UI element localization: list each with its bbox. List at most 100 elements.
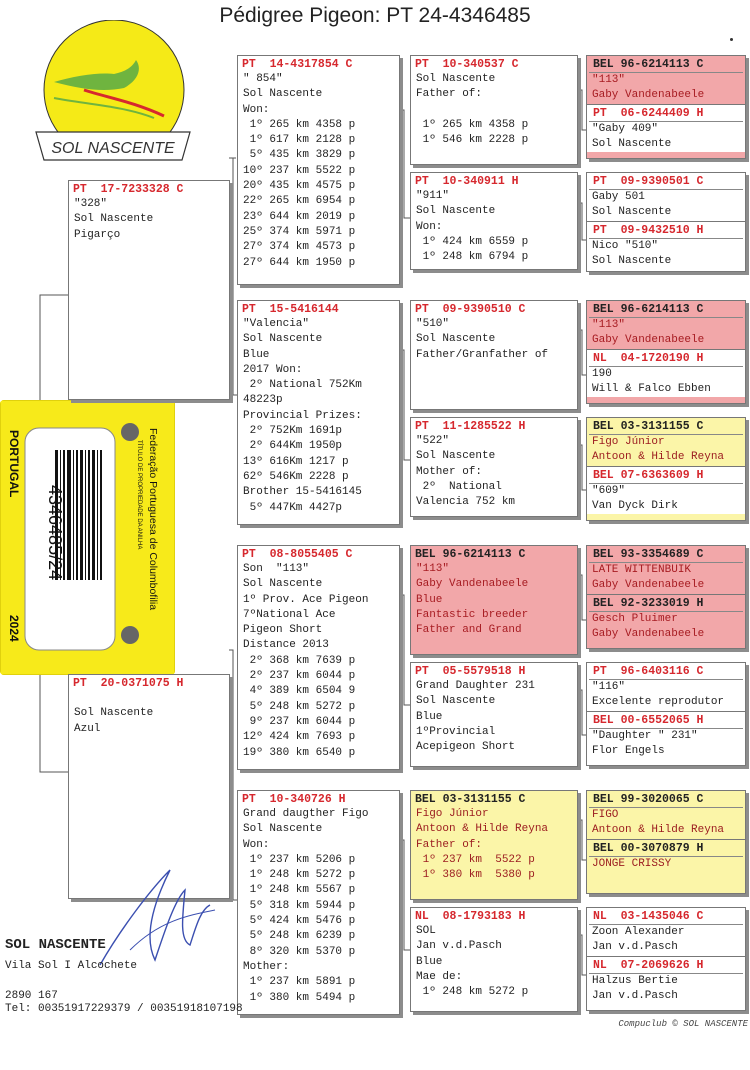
maternal-grandmother-box: PT 10-340726 H Grand daugther Figo Sol N… [237, 790, 400, 1015]
ring-number: NL 04-1720190 H [593, 351, 704, 365]
bird-info: Halzus Bertie Jan v.d.Pasch [592, 974, 678, 1002]
ring-number: NL 03-1435046 C [593, 910, 704, 923]
ring-number: PT 09-9390501 C [593, 175, 704, 188]
ring-number: BEL 92-3233019 H [593, 596, 704, 610]
ring-number: BEL 99-3020065 C [593, 793, 704, 806]
card-country: PORTUGAL [7, 430, 21, 497]
ring-number: PT 15-5416144 [242, 303, 339, 316]
bird-info: Sol Nascente Father of: 1º 265 km 4358 p… [416, 73, 529, 147]
bird-info: " 854" Sol Nascente Won: 1º 265 km 4358 … [243, 73, 356, 269]
ring-number: PT 14-4317854 C [242, 58, 353, 71]
ggp-mmf-box: BEL 03-3131155 C Figo Júnior Antoon & Hi… [410, 790, 578, 900]
ring-number: PT 20-0371075 H [73, 677, 184, 690]
paternal-grandmother-box: PT 15-5416144 "Valencia" Sol Nascente Bl… [237, 300, 400, 525]
ggg-box-3-4: PT 09-9390501 C Gaby 501 Sol Nascente PT… [586, 172, 746, 272]
breeder-phone: Tel: 00351917229379 / 00351918107198 [5, 1003, 243, 1015]
bird-info: Gesch Pluimer Gaby Vandenabeele [592, 612, 705, 640]
ring-ownership-card: 4346485/24 PORTUGAL 2024 Federação Portu… [0, 400, 175, 675]
bird-info: "113" Gaby Vandenabeele [592, 74, 705, 102]
bird-info: Son "113" Sol Nascente 1º Prov. Ace Pige… [243, 563, 369, 759]
bird-info: FIGO Antoon & Hilde Reyna [592, 809, 725, 837]
bird-info: Zoon Alexander Jan v.d.Pasch [592, 926, 685, 954]
bird-info: "113" Gaby Vandenabeele Blue Fantastic b… [416, 563, 529, 637]
ring-number: BEL 96-6214113 C [593, 303, 704, 316]
ring-number: PT 10-340537 C [415, 58, 519, 71]
bird-info: "116" Excelente reprodutor [592, 681, 725, 709]
bird-info: "510" Sol Nascente Father/Granfather of [416, 318, 549, 361]
bird-info: "522" Sol Nascente Mother of: 2º Nationa… [416, 435, 516, 509]
ring-number: BEL 00-6552065 H [593, 713, 704, 727]
maternal-grandfather-box: PT 08-8055405 C Son "113" Sol Nascente 1… [237, 545, 400, 770]
bird-info: Nico "510" Sol Nascente [592, 239, 672, 267]
card-number: 4346485/24 [45, 485, 65, 580]
ggp-fmm-box: PT 11-1285522 H "522" Sol Nascente Mothe… [410, 417, 578, 517]
bird-info: "Gaby 409" Sol Nascente [592, 122, 672, 150]
ggg-box-11-12: PT 96-6403116 C "116" Excelente reprodut… [586, 662, 746, 766]
bird-info: "328" Sol Nascente Pigarço [74, 198, 154, 241]
ring-number: PT 05-5579518 H [415, 665, 526, 678]
ggp-ffm-box: PT 10-340911 H "911" Sol Nascente Won: 1… [410, 172, 578, 270]
ring-number: BEL 03-3131155 C [415, 793, 526, 806]
ring-number: BEL 03-3131155 C [593, 420, 704, 433]
ggg-box-1-2: BEL 96-6214113 C "113" Gaby Vandenabeele… [586, 55, 746, 159]
bird-info: LATE WITTENBUIK Gaby Vandenabeele [592, 564, 705, 592]
card-year: 2024 [7, 615, 21, 642]
bird-info: Sol Nascente Azul [74, 707, 154, 735]
bird-info: "609" Van Dyck Dirk [592, 484, 678, 512]
signature [99, 869, 216, 966]
bird-info: "Daughter " 231" Flor Engels [592, 729, 698, 757]
bird-info: JONGE CRISSY [592, 857, 672, 870]
paternal-grandfather-box: PT 14-4317854 C " 854" Sol Nascente Won:… [237, 55, 400, 285]
ggp-fff-box: PT 10-340537 C Sol Nascente Father of: 1… [410, 55, 578, 165]
bird-info: "Valencia" Sol Nascente Blue 2017 Won: 2… [243, 318, 362, 514]
ggg-box-5-6: BEL 96-6214113 C "113" Gaby Vandenabeele… [586, 300, 746, 404]
bird-info: Gaby 501 Sol Nascente [592, 191, 672, 219]
page-title: Pédigree Pigeon: PT 24-4346485 [219, 4, 531, 27]
ggp-mff-box: BEL 96-6214113 C "113" Gaby Vandenabeele… [410, 545, 578, 655]
logo-text: SOL NASCENTE [51, 140, 175, 157]
ggg-box-13-14: BEL 99-3020065 C FIGO Antoon & Hilde Rey… [586, 790, 746, 894]
breeder-postal: 2890 167 [5, 990, 58, 1002]
bird-info: Grand Daughter 231 Sol Nascente Blue 1ºP… [416, 680, 535, 754]
sol-nascente-logo: SOL NASCENTE [35, 20, 191, 161]
federation-emblem-icon [121, 626, 139, 644]
ggg-box-15-16: NL 03-1435046 C Zoon Alexander Jan v.d.P… [586, 907, 746, 1011]
ring-number: NL 08-1793183 H [415, 910, 526, 923]
bird-info: 190 Will & Falco Ebben [592, 367, 711, 395]
ggp-mfm-box: PT 05-5579518 H Grand Daughter 231 Sol N… [410, 662, 578, 767]
bird-info: "911" Sol Nascente Won: 1º 424 km 6559 p… [416, 190, 529, 264]
ring-number: BEL 07-6363609 H [593, 468, 704, 482]
ring-number: PT 09-9432510 H [593, 223, 704, 237]
ring-number: PT 08-8055405 C [242, 548, 353, 561]
ring-number: NL 07-2069626 H [593, 958, 704, 972]
decorative-dot [730, 38, 733, 41]
ggg-box-7-8: BEL 03-3131155 C Figo Júnior Antoon & Hi… [586, 417, 746, 521]
federation-emblem-icon [121, 423, 139, 441]
ring-number: BEL 96-6214113 C [593, 58, 704, 71]
card-federation: Federação Portuguesa de Columbofilia [147, 428, 159, 610]
ggg-box-9-10: BEL 93-3354689 C LATE WITTENBUIK Gaby Va… [586, 545, 746, 649]
breeder-address: Vila Sol I Alcochete [5, 960, 138, 972]
mother-box: PT 20-0371075 H Sol Nascente Azul [68, 674, 230, 899]
software-credit: Compuclub © SOL NASCENTE [618, 1019, 748, 1029]
ring-number: BEL 93-3354689 C [593, 548, 704, 561]
ggp-fmf-box: PT 09-9390510 C "510" Sol Nascente Fathe… [410, 300, 578, 410]
breeder-name: SOL NASCENTE [5, 937, 106, 953]
ring-number: PT 96-6403116 C [593, 665, 704, 678]
ring-number: PT 11-1285522 H [415, 420, 526, 433]
bird-info: Figo Júnior Antoon & Hilde Reyna [592, 436, 725, 464]
barcode [55, 450, 102, 580]
ring-number: PT 17-7233328 C [73, 183, 184, 196]
father-box: PT 17-7233328 C "328" Sol Nascente Pigar… [68, 180, 230, 400]
ring-number: PT 06-6244409 H [593, 106, 704, 120]
ring-number: PT 09-9390510 C [415, 303, 526, 316]
bird-info: Figo Júnior Antoon & Hilde Reyna Father … [416, 808, 549, 882]
bird-info: "113" Gaby Vandenabeele [592, 319, 705, 347]
ring-number: PT 10-340911 H [415, 175, 519, 188]
ring-number: BEL 96-6214113 C [415, 548, 526, 561]
card-subtitle: TÍTULO DE PROPRIEDADE DA ANILHA [136, 440, 143, 549]
ring-number: PT 10-340726 H [242, 793, 346, 806]
bird-info: Grand daugther Figo Sol Nascente Won: 1º… [243, 808, 369, 1004]
ring-number: BEL 00-3070879 H [593, 841, 704, 855]
